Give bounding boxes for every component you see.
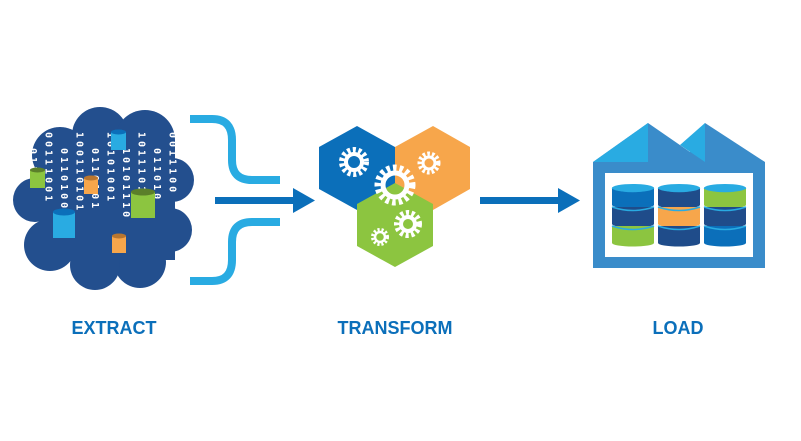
binary-column: 10101001	[105, 132, 116, 204]
database-stack-icon	[703, 184, 747, 247]
database-stack-icon	[611, 184, 655, 247]
arrow-extract-to-transform-icon	[215, 188, 315, 213]
binary-column: 10101110	[120, 148, 131, 220]
data-warehouse-icon	[593, 123, 765, 268]
binary-column: 0110100	[58, 148, 69, 211]
binary-column: 100110101	[74, 132, 85, 213]
step-label-transform: TRANSFORM	[337, 318, 453, 338]
binary-column: 0011100	[167, 132, 178, 195]
binary-column: 011010	[151, 148, 162, 202]
binary-column: 1011101	[136, 132, 147, 195]
arrow-transform-to-load-icon	[480, 188, 580, 213]
database-green-small-icon	[30, 167, 45, 188]
database-blue-top-icon	[111, 129, 126, 150]
merge-pipes-icon	[190, 115, 280, 285]
gears-hexagon-icon	[319, 126, 470, 267]
binary-column: 00111001	[43, 132, 54, 204]
step-label-extract: EXTRACT	[71, 318, 157, 338]
database-stack-icon	[657, 184, 701, 247]
database-blue-large-icon	[53, 208, 75, 238]
binary-column: 0110	[27, 148, 38, 184]
data-cloud-icon: 0110001110010110100100110101011010110101…	[13, 107, 194, 290]
database-orange-icon	[84, 175, 98, 194]
database-orange-small-icon	[112, 233, 126, 253]
step-label-load: LOAD	[652, 318, 704, 338]
database-green-large-icon	[131, 188, 155, 218]
